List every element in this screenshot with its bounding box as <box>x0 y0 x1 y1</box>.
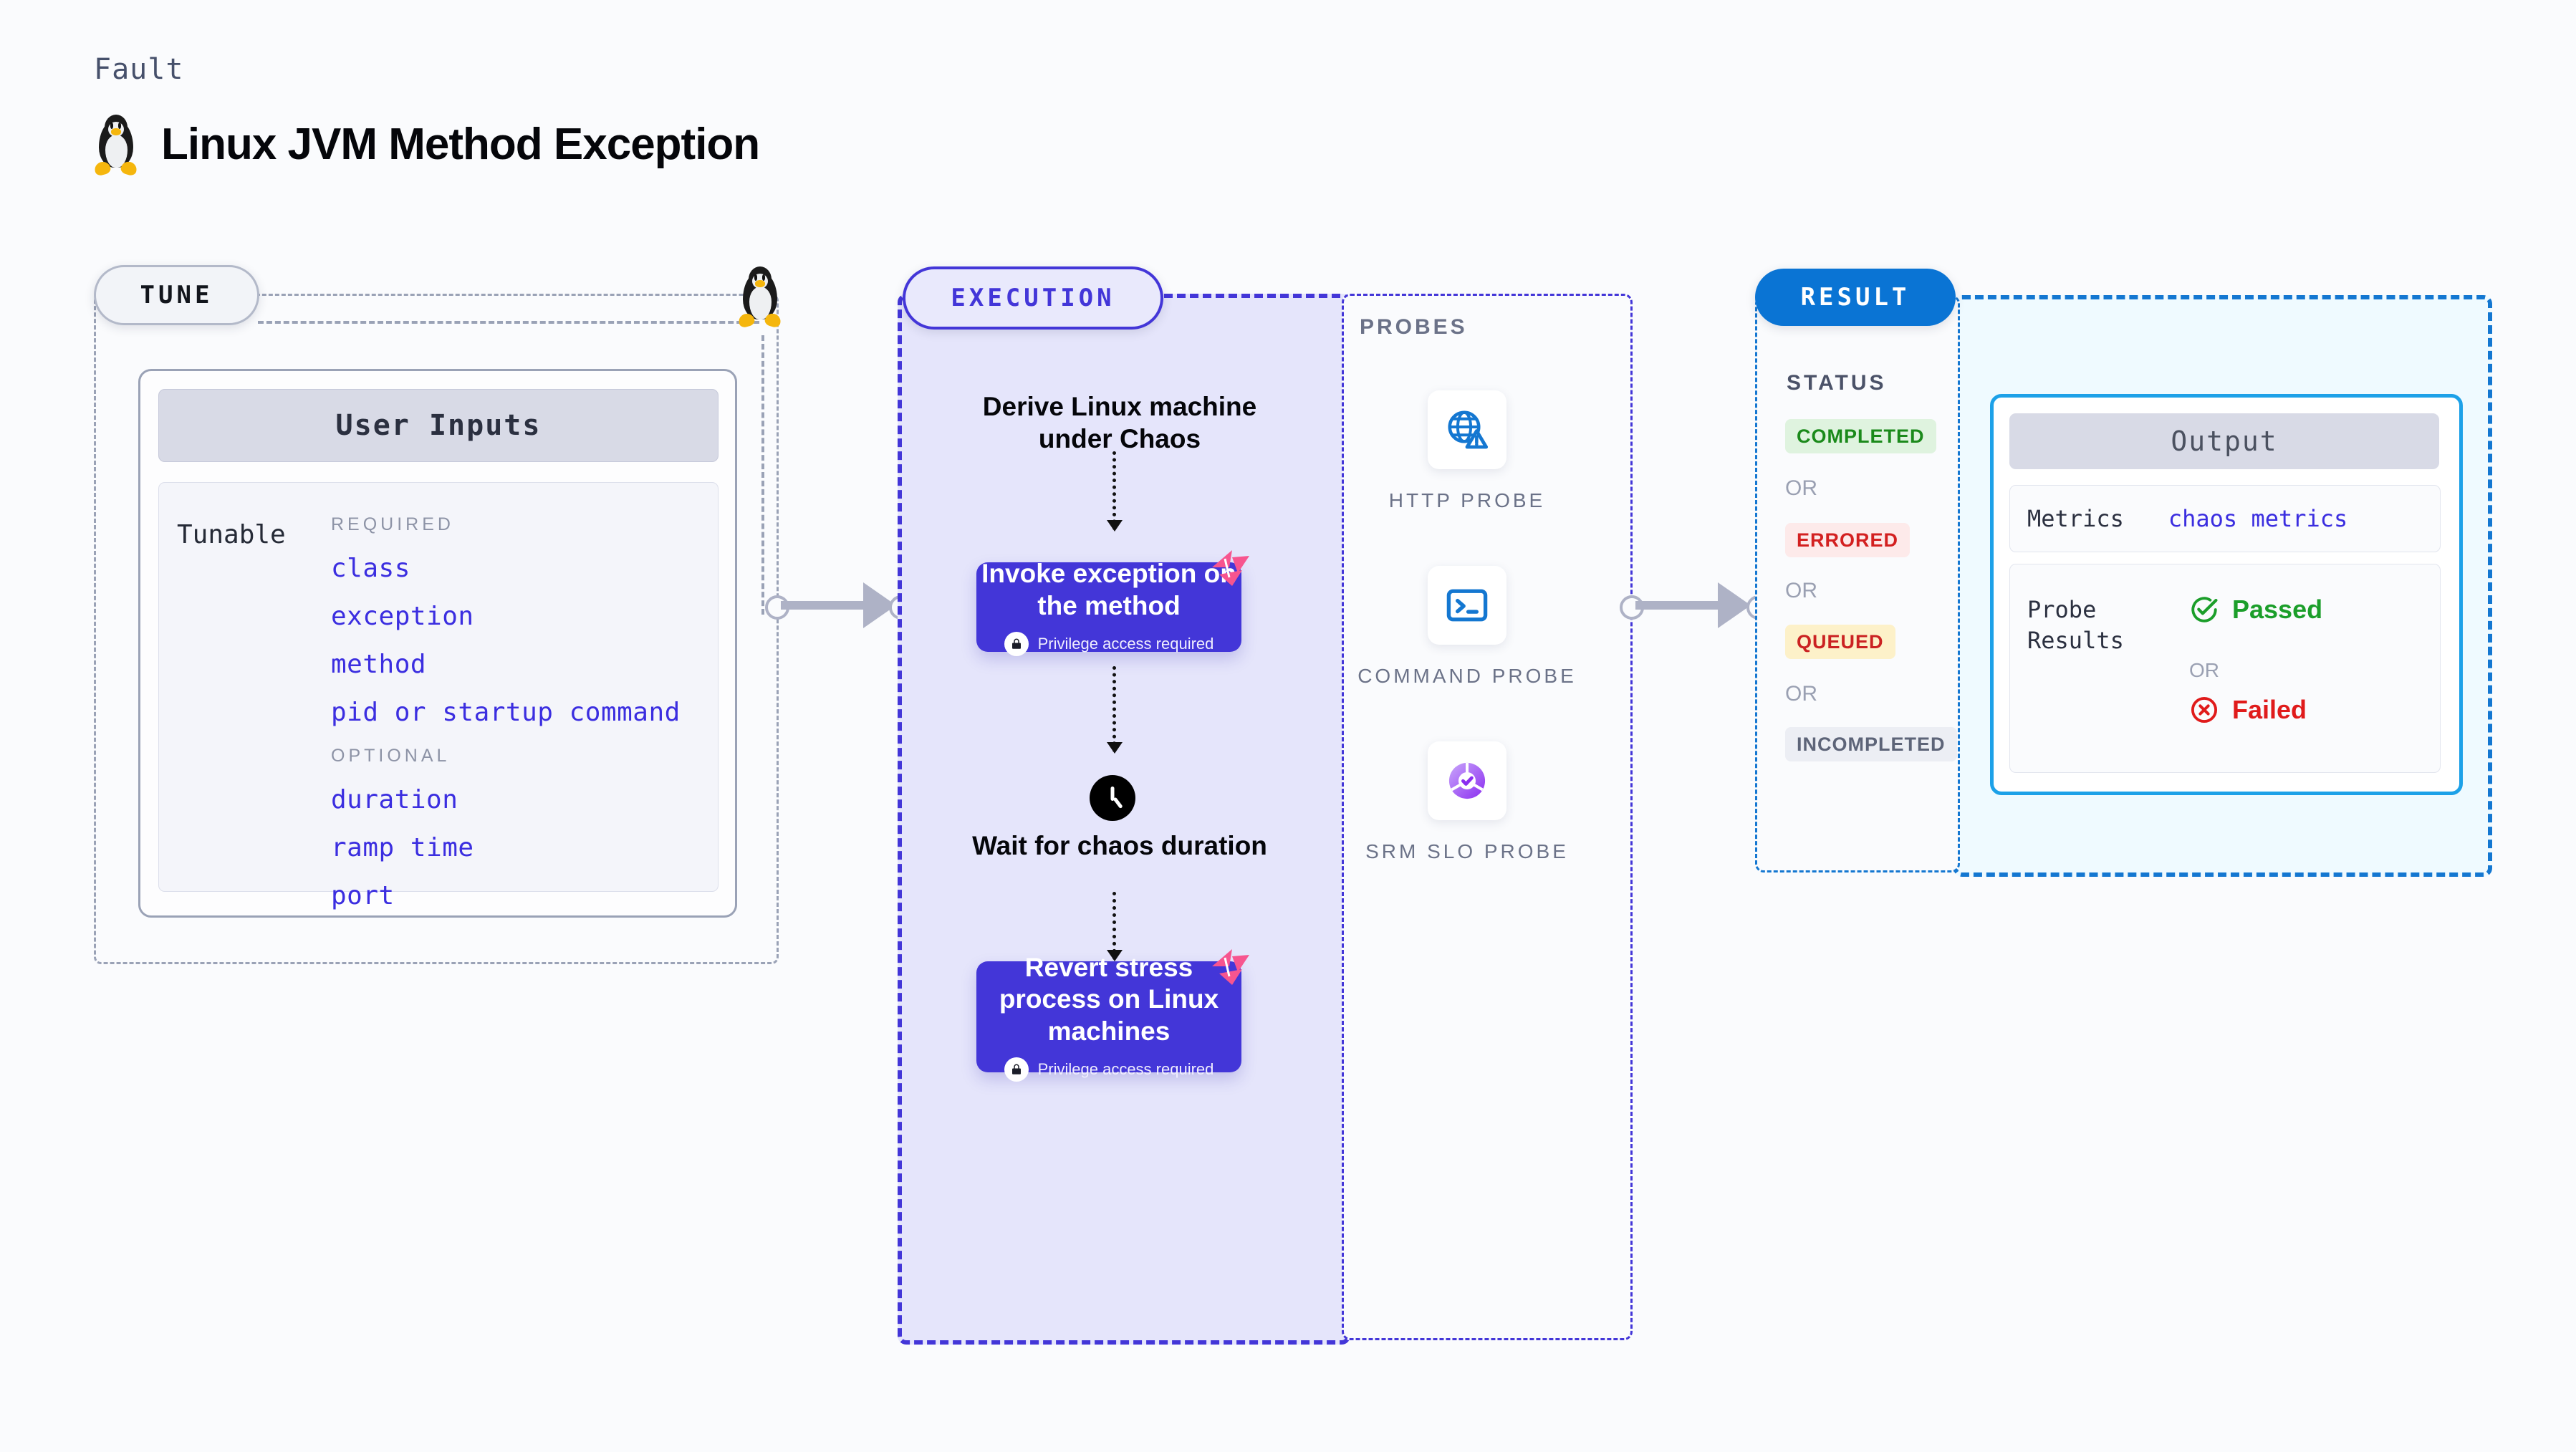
required-section-label: REQUIRED <box>331 514 454 534</box>
harness-logo-icon <box>1212 949 1249 985</box>
output-title: Output <box>2009 413 2439 469</box>
result-pill-label: RESULT <box>1800 283 1911 312</box>
probe-tile-srm-slo[interactable] <box>1428 741 1506 820</box>
tune-connector-vertical <box>761 335 764 615</box>
execution-step-revert-card[interactable]: Revert stress process on Linux machines … <box>976 949 1249 1082</box>
execution-arrow-2 <box>1107 666 1123 754</box>
user-inputs-card: User Inputs Tunable REQUIRED class excep… <box>138 369 737 918</box>
globe-warning-icon <box>1448 410 1489 449</box>
execution-step-revert-privilege: Privilege access required <box>1004 1057 1214 1082</box>
probe-tile-command[interactable] <box>1428 566 1506 645</box>
probe-result-passed: Passed <box>2189 595 2322 625</box>
status-badge-queued: QUEUED <box>1785 625 1895 659</box>
execution-step-revert-note: Privilege access required <box>1037 1060 1214 1079</box>
page-title: Linux JVM Method Exception <box>161 119 760 169</box>
tunable-label: Tunable <box>177 520 286 549</box>
execution-step-invoke-privilege: Privilege access required <box>1004 631 1214 656</box>
fault-eyebrow-label: Fault <box>94 53 184 86</box>
probe-result-failed-label: Failed <box>2232 695 2307 724</box>
lock-icon <box>1004 631 1029 656</box>
optional-section-label: OPTIONAL <box>331 746 451 766</box>
connector-line-probes-result <box>1635 601 1729 610</box>
connector-arrowhead-probes-result <box>1718 582 1751 628</box>
tune-field-port[interactable]: port <box>331 881 395 910</box>
tunable-panel: Tunable REQUIRED class exception method … <box>158 482 719 910</box>
execution-arrow-3 <box>1107 892 1123 961</box>
status-section-label: STATUS <box>1787 371 1887 395</box>
status-or-3: OR <box>1785 682 1817 706</box>
x-circle-icon <box>2191 696 2218 723</box>
probe-result-failed: Failed <box>2189 695 2307 725</box>
execution-pill-label: EXECUTION <box>951 284 1115 312</box>
tune-field-method[interactable]: method <box>331 650 427 679</box>
probe-result-or: OR <box>2189 659 2219 681</box>
linux-penguin-icon-connector <box>737 266 783 330</box>
page-title-row: Linux JVM Method Exception <box>93 115 760 178</box>
output-metrics-value[interactable]: chaos metrics <box>2168 505 2348 532</box>
probe-result-passed-label: Passed <box>2232 595 2323 624</box>
lock-icon <box>1004 1057 1029 1082</box>
output-metrics-label: Metrics <box>2027 505 2124 532</box>
execution-step-invoke-note: Privilege access required <box>1037 634 1214 653</box>
execution-pill[interactable]: EXECUTION <box>903 266 1163 330</box>
check-circle-icon <box>2191 597 2218 622</box>
linux-penguin-icon <box>93 115 139 178</box>
result-pill[interactable]: RESULT <box>1755 269 1956 326</box>
probe-tile-http[interactable] <box>1428 390 1506 469</box>
status-or-1: OR <box>1785 476 1817 500</box>
tune-field-class[interactable]: class <box>331 554 410 583</box>
probe-caption-http: HTTP PROBE <box>1388 489 1546 511</box>
probes-section-label: PROBES <box>1360 315 1468 339</box>
connector-line-tune-exec <box>781 601 874 610</box>
status-badge-incompleted: INCOMPLETED <box>1785 727 1957 761</box>
tune-pill[interactable]: TUNE <box>94 265 259 325</box>
tune-pill-label: TUNE <box>140 281 213 309</box>
tune-field-duration[interactable]: duration <box>331 785 458 814</box>
clock-icon <box>1090 775 1135 821</box>
execution-step-invoke-title: Invoke exception on the method <box>981 559 1236 620</box>
probe-caption-srm-slo: SRM SLO PROBE <box>1365 840 1569 862</box>
status-badge-completed: COMPLETED <box>1785 419 1936 453</box>
execution-step-wait-title: Wait for chaos duration <box>972 831 1267 860</box>
execution-step-revert-title: Revert stress process on Linux machines <box>999 952 1219 1046</box>
execution-step-invoke-card[interactable]: Invoke exception on the method Privilege… <box>976 550 1249 656</box>
execution-arrow-1 <box>1107 451 1123 532</box>
output-metrics-row: Metrics chaos metrics <box>2009 485 2441 552</box>
tune-section-boundary <box>94 294 779 964</box>
terminal-icon <box>1446 589 1488 622</box>
execution-step-derive-title: Derive Linux machine under Chaos <box>982 392 1257 454</box>
harness-logo-icon <box>1212 550 1249 586</box>
probe-caption-command: COMMAND PROBE <box>1357 665 1577 687</box>
tune-connector-horizontal <box>258 321 759 324</box>
status-badge-errored: ERRORED <box>1785 523 1911 557</box>
user-inputs-title: User Inputs <box>158 389 719 462</box>
slo-donut-check-icon <box>1448 762 1486 799</box>
tune-field-pid-or-startup-command[interactable]: pid or startup command <box>331 698 681 727</box>
status-or-2: OR <box>1785 579 1817 602</box>
tune-field-ramp-time[interactable]: ramp time <box>331 833 474 862</box>
result-status-boundary <box>1755 295 1960 872</box>
tune-field-exception[interactable]: exception <box>331 602 474 631</box>
